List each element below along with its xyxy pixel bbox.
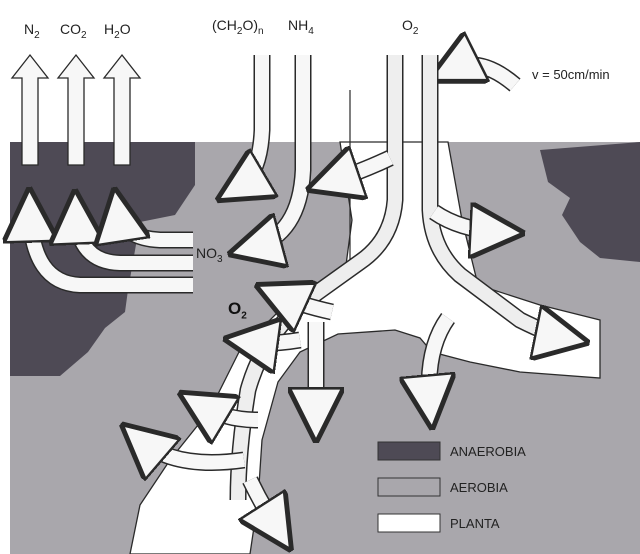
label-no3: NO3 — [196, 246, 223, 265]
label-ch2o: (CH2O)n — [212, 18, 264, 37]
label-n2: N2 — [24, 22, 40, 41]
branch-arrow-5 — [248, 340, 300, 343]
legend-swatch-planta — [378, 514, 440, 532]
label-o2-top: O2 — [402, 18, 418, 37]
label-nh4: NH4 — [288, 18, 314, 37]
legend-swatch-aerobia — [378, 478, 440, 496]
label-o2-soil: O2 — [228, 300, 247, 321]
velocity-label: v = 50cm/min — [532, 68, 610, 81]
label-h2o: H2O — [104, 22, 131, 41]
gas-arrows-up — [12, 55, 140, 165]
legend-label-aerobia: AEROBIA — [450, 481, 508, 494]
label-co2: CO2 — [60, 22, 87, 41]
legend-label-anaerobia: ANAEROBIA — [450, 445, 526, 458]
legend-label-planta: PLANTA — [450, 517, 500, 530]
legend-swatch-anaerobia — [378, 442, 440, 460]
